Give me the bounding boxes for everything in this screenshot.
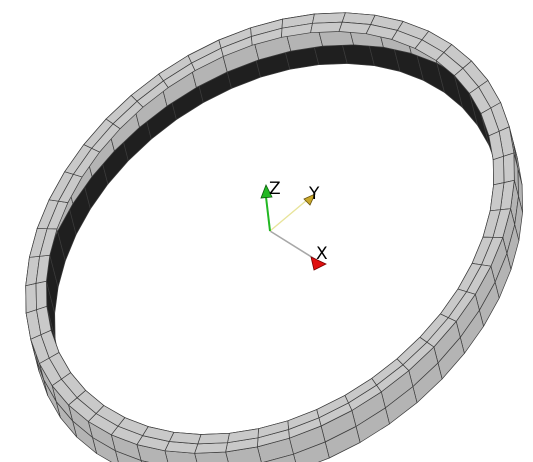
ring-outer-wall-segment bbox=[293, 441, 330, 462]
x-axis-label: X bbox=[316, 244, 328, 264]
y-axis-line bbox=[269, 199, 308, 232]
x-axis-line bbox=[269, 230, 319, 262]
ring-outer-wall-segment bbox=[263, 453, 296, 462]
ring-top-face-segment bbox=[503, 152, 515, 183]
ring-top-face-segment bbox=[454, 67, 479, 94]
ring-outer-wall-segment bbox=[194, 451, 229, 462]
ring-top-face-segment bbox=[194, 442, 228, 454]
ring-top-face-segment bbox=[35, 280, 48, 311]
ring-top-face-segment bbox=[492, 155, 505, 186]
ring-top-face-segment bbox=[168, 431, 202, 445]
z-axis-label: Z bbox=[269, 179, 281, 199]
x-axis-arrow-icon bbox=[310, 256, 327, 271]
z-axis-arrow-icon bbox=[260, 184, 273, 199]
ring-outer-wall-segment bbox=[115, 450, 142, 462]
ring-top-face-segment bbox=[25, 283, 37, 314]
ring-top-face-segment bbox=[197, 432, 230, 445]
ring-top-face-segment bbox=[310, 21, 343, 34]
z-axis-line bbox=[265, 196, 271, 232]
ring-model[interactable] bbox=[25, 12, 523, 462]
ring-top-face-segment bbox=[312, 12, 346, 24]
axis-triad: X Y Z bbox=[260, 179, 328, 271]
ring-top-face-segment bbox=[338, 21, 372, 35]
y-axis-arrow-icon bbox=[303, 193, 316, 206]
y-axis-label: Y bbox=[308, 184, 320, 204]
